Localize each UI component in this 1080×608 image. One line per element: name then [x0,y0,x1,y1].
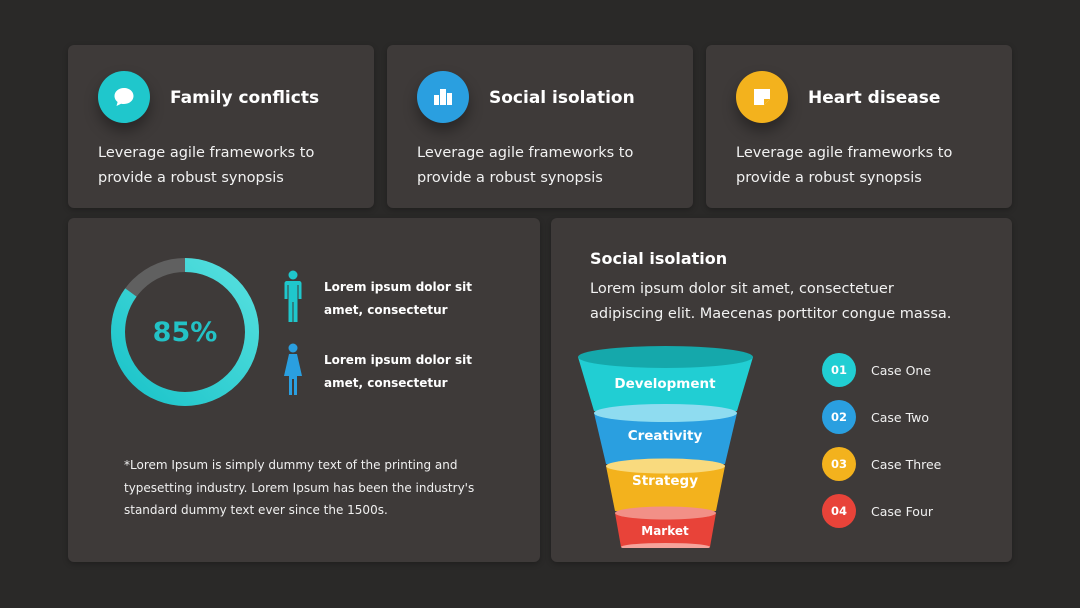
male-person-icon [284,270,302,322]
donut-percent-label: 85% [152,316,218,348]
funnel-description: Lorem ipsum dolor sit amet, consectetuer… [590,281,952,322]
funnel-stage-creativity [594,413,737,464]
footnote: *Lorem Ipsum is simply dummy text of the… [124,458,475,517]
funnel-top-rim [578,346,753,368]
card-title: Heart disease [808,88,941,108]
card-social-isolation: Social isolation Leverage agile framewor… [387,45,693,208]
funnel-stage-market [615,513,716,547]
card-body: Leverage agile frameworks to provide a r… [736,145,953,186]
funnel-title: Social isolation [590,249,728,268]
card-family-conflicts: Family conflicts Leverage agile framewor… [68,45,374,208]
case-label: Case Two [871,409,930,425]
funnel-label-market: Market [641,524,689,538]
stats-panel: 85% Lorem ipsum dolor sit amet, consecte… [68,218,540,562]
case-item: 01 Case One [822,353,931,387]
funnel-label-development: Development [614,376,716,392]
chat-bubble-icon [98,71,150,123]
donut-progress [111,258,259,406]
card-body: Leverage agile frameworks to provide a r… [417,145,634,186]
card-title: Social isolation [489,88,635,108]
donut-chart: 85% [108,255,262,409]
case-number-badge: 04 [822,494,856,528]
case-label: Case Four [871,503,934,519]
funnel-bottom-rim [621,543,710,548]
buildings-icon [417,71,469,123]
case-label: Case Three [871,456,942,472]
male-stat: Lorem ipsum dolor sit amet, consectetur [282,270,514,322]
card-title: Family conflicts [170,88,320,108]
female-stat: Lorem ipsum dolor sit amet, consectetur [282,343,514,395]
case-number-badge: 03 [822,447,856,481]
funnel-rim-strategy [606,458,725,474]
note-icon [736,71,788,123]
funnel-label-creativity: Creativity [628,428,703,444]
funnel-label-strategy: Strategy [632,473,698,489]
card-body: Leverage agile frameworks to provide a r… [98,145,315,186]
funnel-rim-creativity [594,404,737,422]
card-heart-disease: Heart disease Leverage agile frameworks … [706,45,1012,208]
funnel-rim-market [615,506,716,520]
female-stat-text: Lorem ipsum dolor sit amet, consectetur [324,353,472,390]
female-person-icon [284,343,302,395]
funnel-diagram: Development Creativity Strategy Market [578,346,753,548]
case-number-badge: 01 [822,353,856,387]
case-label: Case One [871,362,932,378]
funnel-stage-development [578,357,753,411]
case-item: 04 Case Four [822,494,933,528]
case-item: 03 Case Three [822,447,941,481]
case-number-badge: 02 [822,400,856,434]
male-stat-text: Lorem ipsum dolor sit amet, consectetur [324,280,472,317]
funnel-panel: Social isolation Lorem ipsum dolor sit a… [551,218,1012,562]
funnel-stage-strategy [606,466,725,511]
case-item: 02 Case Two [822,400,929,434]
